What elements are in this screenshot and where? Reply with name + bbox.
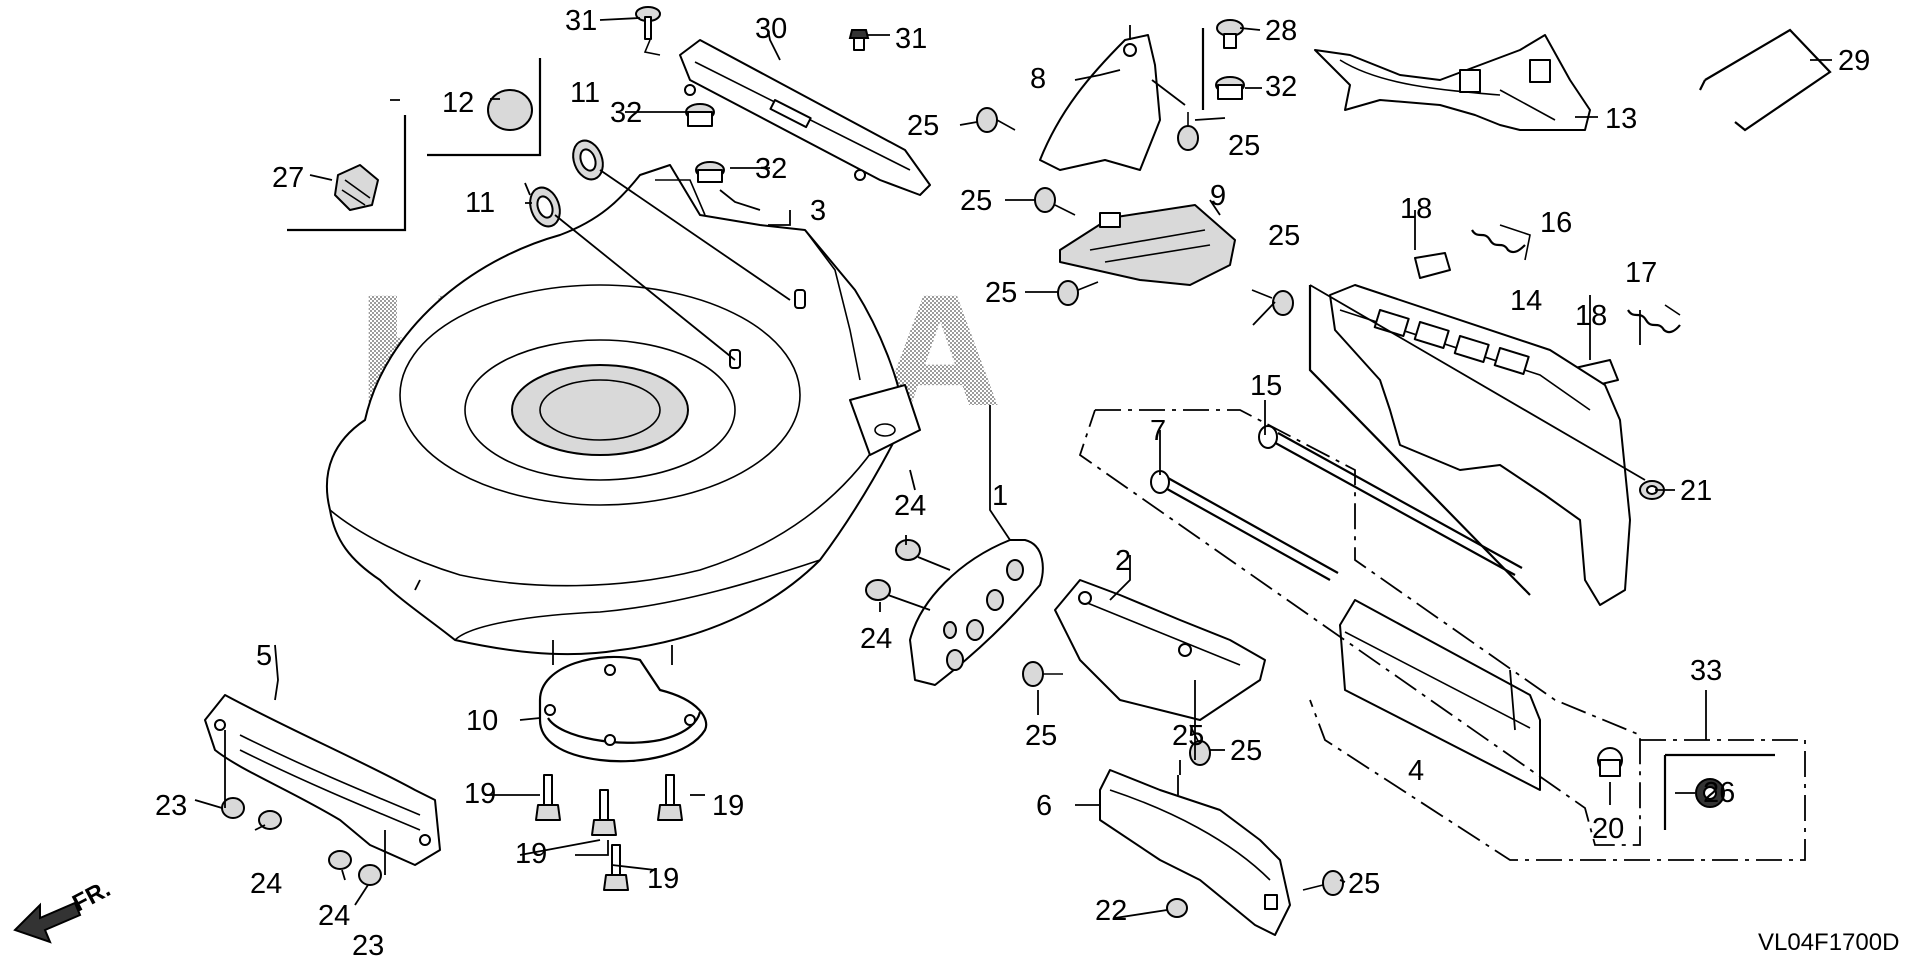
callout-19b: 19 — [515, 838, 547, 870]
callout-30: 30 — [755, 13, 787, 45]
callout-25e: 25 — [985, 277, 1017, 309]
callout-8: 8 — [1030, 63, 1046, 95]
deflector-bracket-part — [1054, 579, 1266, 721]
callout-32b: 32 — [755, 153, 787, 185]
callout-27: 27 — [272, 162, 304, 194]
discharge-plate-part — [909, 539, 1044, 686]
rail-part — [679, 39, 931, 196]
rod-part — [1150, 425, 1523, 581]
callout-17: 17 — [1625, 257, 1657, 289]
callout-20: 20 — [1592, 813, 1624, 845]
callout-25d: 25 — [1268, 220, 1300, 252]
wire-part — [1699, 28, 1832, 132]
callout-25g: 25 — [1230, 735, 1262, 767]
leader-lines — [194, 17, 1832, 919]
callout-26: 26 — [1703, 777, 1735, 809]
bolt-part — [976, 107, 1344, 896]
callout-13: 13 — [1605, 103, 1637, 135]
callout-15: 15 — [1250, 370, 1282, 402]
callout-19a: 19 — [464, 778, 496, 810]
callout-4: 4 — [1408, 755, 1424, 787]
callout-2: 2 — [1115, 545, 1131, 577]
callout-25c: 25 — [960, 185, 992, 217]
ring-bracket-part — [538, 640, 708, 763]
plug-inset — [287, 58, 542, 232]
callout-11b: 11 — [465, 187, 495, 219]
callout-19c: 19 — [712, 790, 744, 822]
callout-6: 6 — [1036, 790, 1052, 822]
callout-25i: 25 — [1172, 720, 1204, 752]
callout-14: 14 — [1510, 285, 1542, 317]
nut-part — [685, 76, 1245, 183]
mower-deck-part — [325, 164, 921, 656]
callout-33: 33 — [1690, 655, 1722, 687]
callout-24d: 24 — [318, 900, 350, 932]
callout-25a: 25 — [907, 110, 939, 142]
callout-5: 5 — [256, 640, 272, 672]
lower-deflector-part — [1099, 769, 1291, 936]
screw-part — [635, 6, 870, 56]
callout-18b: 18 — [1575, 300, 1607, 332]
callout-25b: 25 — [1228, 130, 1260, 162]
callout-32c: 32 — [1265, 71, 1297, 103]
flap-part — [1339, 599, 1541, 791]
callout-24c: 24 — [250, 868, 282, 900]
callout-23b: 23 — [352, 930, 384, 960]
bushing-part — [1597, 747, 1623, 777]
callout-29: 29 — [1838, 45, 1870, 77]
callout-labels: 1 2 3 4 5 6 7 8 9 10 11 11 12 13 14 15 1… — [155, 5, 1870, 960]
bracket-plate-part — [1059, 204, 1236, 286]
callout-9: 9 — [1210, 180, 1226, 212]
callout-28: 28 — [1265, 15, 1297, 47]
callout-32a: 32 — [610, 97, 642, 129]
callout-7: 7 — [1150, 415, 1166, 447]
cover-plate-part — [1039, 25, 1186, 171]
nut-22-part — [1166, 898, 1188, 918]
diagram-code: VL04F1700D — [1758, 929, 1899, 956]
callout-24a: 24 — [894, 490, 926, 522]
callout-31b: 31 — [895, 23, 927, 55]
callout-16: 16 — [1540, 207, 1572, 239]
callout-22: 22 — [1095, 895, 1127, 927]
kit-box — [1078, 409, 1806, 861]
side-bracket-part — [204, 694, 441, 866]
callout-25f: 25 — [1025, 720, 1057, 752]
rear-flap-bracket-part — [1308, 284, 1646, 606]
cap-part — [1201, 19, 1244, 110]
grommet-part — [529, 139, 791, 361]
callout-12: 12 — [442, 87, 474, 119]
callout-19d: 19 — [647, 863, 679, 895]
callout-24b: 24 — [860, 623, 892, 655]
callout-23a: 23 — [155, 790, 187, 822]
washer-23-part — [221, 730, 386, 886]
callout-10: 10 — [466, 705, 498, 737]
callout-25h: 25 — [1348, 868, 1380, 900]
callout-18a: 18 — [1400, 193, 1432, 225]
callout-11a: 11 — [570, 77, 600, 109]
callout-21: 21 — [1680, 475, 1712, 507]
handle-lever-part — [1314, 34, 1591, 131]
bolt-19-part — [535, 774, 683, 891]
callout-31a: 31 — [565, 5, 597, 37]
front-arrow: FR. — [13, 875, 115, 944]
callout-3: 3 — [810, 195, 826, 227]
callout-1: 1 — [992, 480, 1008, 512]
